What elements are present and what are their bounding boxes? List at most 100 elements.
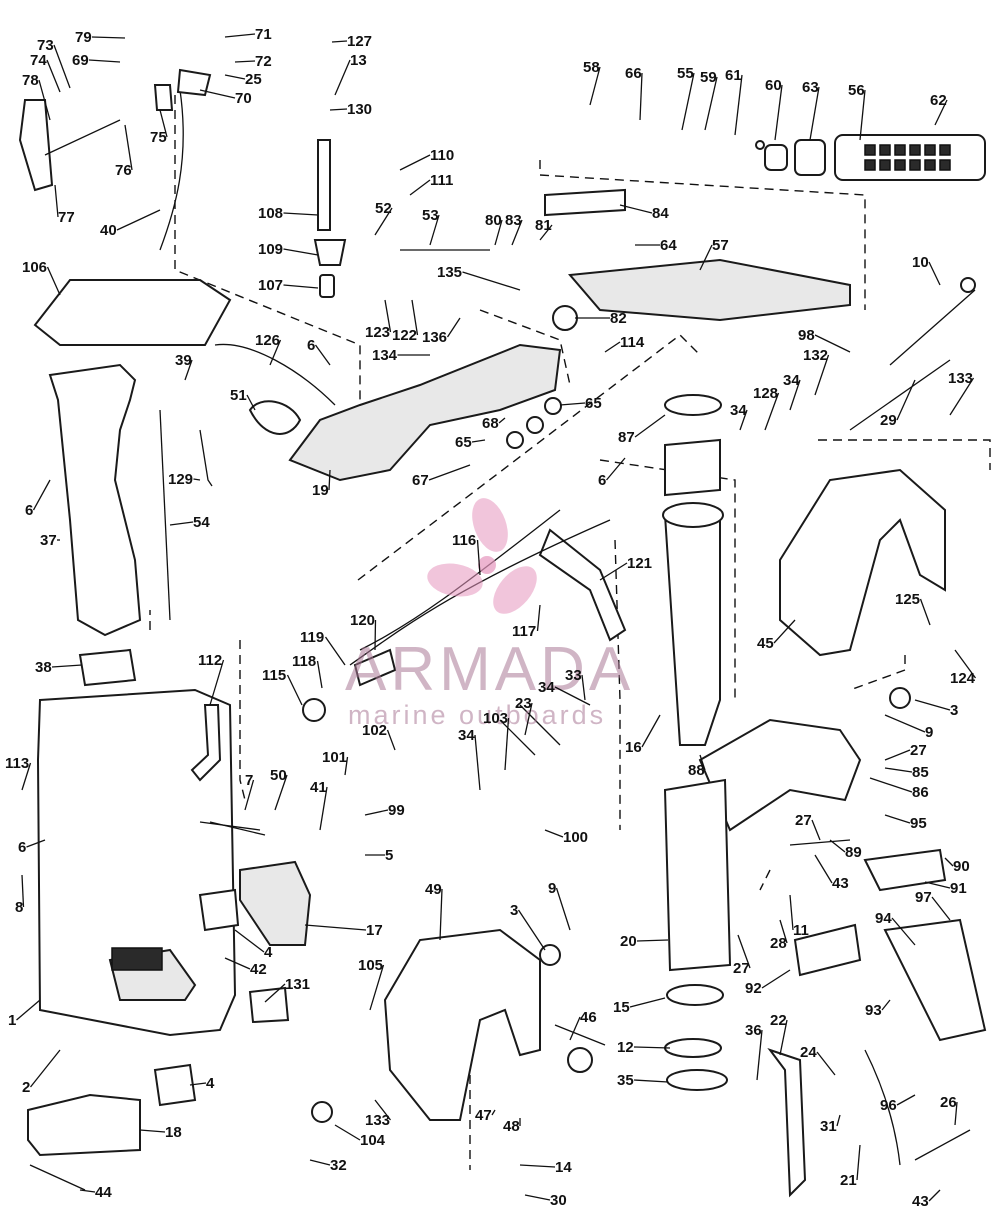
leader-line-28: [779, 919, 788, 944]
watermark: ARMADA marine outboards: [345, 498, 630, 730]
callout-11: 11: [793, 922, 809, 939]
leader-line-33: [581, 674, 586, 701]
leader-line-9: [555, 887, 571, 931]
leader-line-107: [283, 284, 319, 289]
callout-67: 67: [412, 472, 429, 489]
callout-51: 51: [230, 387, 247, 404]
callout-5: 5: [385, 847, 393, 864]
leader-line-68: [498, 417, 506, 424]
leader-line-83: [511, 219, 523, 246]
leader-line-17: [304, 924, 367, 931]
callout-27: 27: [795, 812, 812, 829]
callout-34: 34: [730, 402, 747, 419]
leader-line-76: [124, 124, 133, 171]
leader-line-74: [46, 59, 61, 93]
leader-line-101: [344, 756, 349, 776]
callout-3: 3: [510, 902, 518, 919]
leader-line-34: [739, 409, 748, 431]
callout-73: 73: [37, 37, 54, 54]
callout-66: 66: [625, 65, 642, 82]
callout-99: 99: [388, 802, 405, 819]
callout-27: 27: [733, 960, 750, 977]
leader-line-87: [634, 414, 666, 438]
leader-line-126: [269, 339, 282, 366]
callout-50: 50: [270, 767, 287, 784]
callout-88: 88: [688, 762, 705, 779]
leader-line-54: [169, 521, 194, 526]
callout-108: 108: [258, 205, 283, 222]
callout-120: 120: [350, 612, 375, 629]
leader-line-114: [604, 341, 621, 353]
leader-lines: [16, 33, 977, 1202]
callout-131: 131: [285, 976, 310, 993]
callout-90: 90: [953, 858, 970, 875]
leader-line-22: [779, 1019, 788, 1056]
leader-line-11: [789, 894, 794, 931]
leader-line-9: [884, 714, 926, 733]
callout-28: 28: [770, 935, 787, 952]
leader-line-85: [884, 767, 913, 773]
callout-114: 114: [620, 334, 645, 351]
callout-78: 78: [22, 72, 39, 89]
leader-line-123: [384, 299, 392, 333]
leader-line-104: [334, 1124, 361, 1141]
callout-79: 79: [75, 29, 92, 46]
leader-line-121: [599, 562, 628, 581]
leader-line-106: [46, 266, 61, 296]
callout-132: 132: [803, 347, 828, 364]
leader-line-30: [524, 1194, 551, 1201]
swivel-bracket: [663, 508, 721, 746]
leader-line-91: [924, 881, 951, 889]
leader-line-45: [773, 619, 796, 644]
callout-49: 49: [425, 881, 442, 898]
callout-52: 52: [375, 200, 392, 217]
callout-111: 111: [430, 172, 453, 189]
callout-84: 84: [652, 205, 669, 222]
leader-line-132: [814, 354, 830, 396]
leader-line-133: [949, 377, 975, 416]
leader-line-27: [884, 749, 911, 761]
callout-26: 26: [940, 1094, 957, 1111]
propeller-logo-icon: [427, 498, 537, 614]
callout-101: 101: [322, 749, 347, 766]
leader-line-14: [519, 1164, 556, 1168]
leader-line-124: [954, 649, 977, 679]
leader-line-24: [816, 1051, 836, 1076]
callout-105: 105: [358, 957, 383, 974]
callout-136: 136: [422, 329, 447, 346]
callout-43: 43: [912, 1193, 929, 1210]
leader-line-65: [471, 439, 486, 443]
leader-line-34: [474, 734, 481, 791]
callout-112: 112: [198, 652, 222, 669]
callout-6: 6: [598, 472, 606, 489]
callout-14: 14: [555, 1159, 572, 1176]
callout-62: 62: [930, 92, 947, 109]
callout-102: 102: [362, 722, 387, 739]
leader-line-31: [836, 1114, 841, 1127]
callout-32: 32: [330, 1157, 347, 1174]
callout-6: 6: [25, 502, 33, 519]
callout-labels: 1233445666678991011121314151617181920212…: [5, 26, 976, 1210]
callout-6: 6: [18, 839, 26, 856]
leader-line-55: [681, 72, 695, 131]
callout-44: 44: [95, 1184, 112, 1201]
leader-line-6: [26, 839, 46, 848]
callout-59: 59: [700, 69, 717, 86]
leader-line-128: [764, 392, 780, 431]
callout-127: 127: [347, 33, 372, 50]
leader-line-53: [429, 214, 440, 246]
callout-61: 61: [725, 67, 742, 84]
leader-line-4: [234, 929, 265, 953]
callout-56: 56: [848, 82, 865, 99]
callout-63: 63: [802, 79, 819, 96]
leader-line-62: [934, 99, 948, 126]
part-drawings: [18, 68, 987, 1198]
leader-line-125: [919, 598, 931, 626]
callout-57: 57: [712, 237, 729, 254]
callout-64: 64: [660, 237, 677, 254]
leader-line-56: [859, 89, 866, 141]
callout-18: 18: [165, 1124, 182, 1141]
callout-24: 24: [800, 1044, 817, 1061]
callout-38: 38: [35, 659, 52, 676]
